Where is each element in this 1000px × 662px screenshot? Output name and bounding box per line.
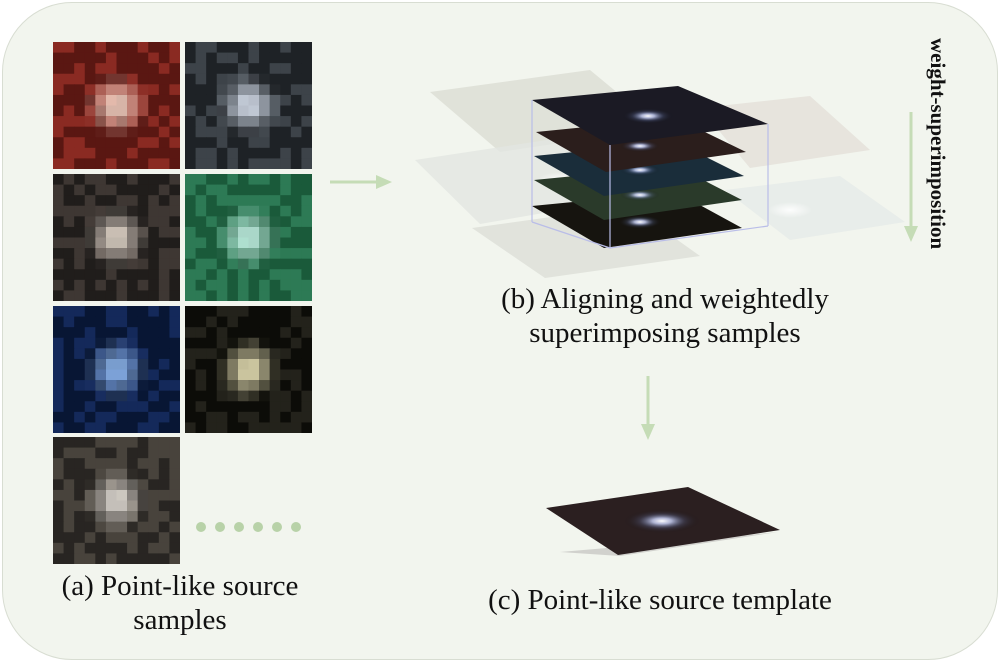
ellipsis-dot [234,522,244,532]
caption-a-line2: samples [133,604,227,636]
template-source-glow [624,509,700,533]
caption-b: (b) Aligning and weightedly superimposin… [460,282,870,350]
sample-image [185,306,312,433]
alignment-box [531,100,769,249]
caption-a: (a) Point-like source samples [40,569,320,637]
sample-image [53,174,180,301]
sample-image [53,437,180,564]
sample-tile-dark-2 [53,174,180,301]
arrow-down-side [904,112,918,242]
sample-tile-gray [53,437,180,564]
ellipsis-dot [253,522,263,532]
sample-tile-blue [53,306,180,433]
caption-b-line1: (b) Aligning and weightedly [501,283,829,315]
arrow-right [330,175,392,189]
side-label: weight-superimposition [926,38,952,328]
ellipsis-dot [272,522,282,532]
ellipsis-dot [291,522,301,532]
faded-layer-right-bottom [725,176,905,240]
sample-image [185,42,312,169]
more-samples-ellipsis [196,522,301,532]
arrow-down [641,376,655,440]
sample-image [185,174,312,301]
sample-image [53,306,180,433]
ellipsis-dot [196,522,206,532]
sample-tile-dark-1 [185,42,312,169]
caption-b-line2: superimposing samples [529,317,801,349]
sample-image [53,42,180,169]
caption-c: (c) Point-like source template [488,584,832,616]
caption-a-line1: (a) Point-like source [61,570,299,602]
side-label-text: weight-superimposition [926,38,950,250]
sample-tile-black [185,306,312,433]
sample-tile-green [185,174,312,301]
ellipsis-dot [215,522,225,532]
sample-tile-red [53,42,180,169]
